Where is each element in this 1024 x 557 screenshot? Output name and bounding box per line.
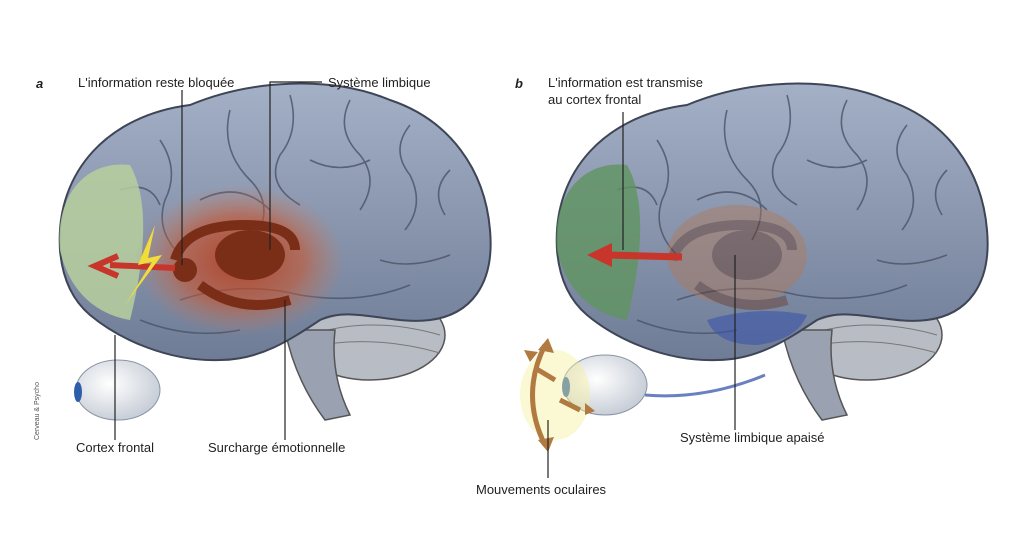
eye-a: [74, 359, 161, 421]
panel-letter-b: b: [515, 76, 523, 91]
label-limbic-calm: Système limbique apaisé: [680, 430, 825, 445]
brain-b: [555, 82, 989, 422]
label-info-transmitted-1: L'information est transmise: [548, 75, 703, 90]
frontal-cortex-a: [59, 164, 144, 320]
blocked-arrow: [87, 253, 176, 279]
label-eye-movements: Mouvements oculaires: [476, 482, 607, 497]
eye-b: [562, 354, 766, 416]
transmit-arrow: [587, 243, 612, 267]
panel-letter-a: a: [36, 76, 44, 91]
label-info-blocked: L'information reste bloquée: [78, 75, 235, 90]
calm-region: [707, 311, 807, 345]
eye-movement-arrows: [530, 343, 582, 447]
label-limbic-system: Système limbique: [328, 75, 431, 90]
limbic-system-a: [170, 219, 300, 310]
brain-a: [58, 82, 492, 422]
frontal-cortex-b: [556, 164, 641, 320]
limbic-system-b: [667, 205, 807, 310]
image-credit: Cerveau & Psycho: [34, 382, 41, 440]
label-emotional-overload: Surcharge émotionnelle: [208, 440, 346, 455]
leader-lines: [114, 81, 736, 478]
label-frontal-cortex: Cortex frontal: [76, 440, 155, 455]
label-info-transmitted-2: au cortex frontal: [548, 92, 642, 107]
optic-nerve: [644, 373, 766, 398]
